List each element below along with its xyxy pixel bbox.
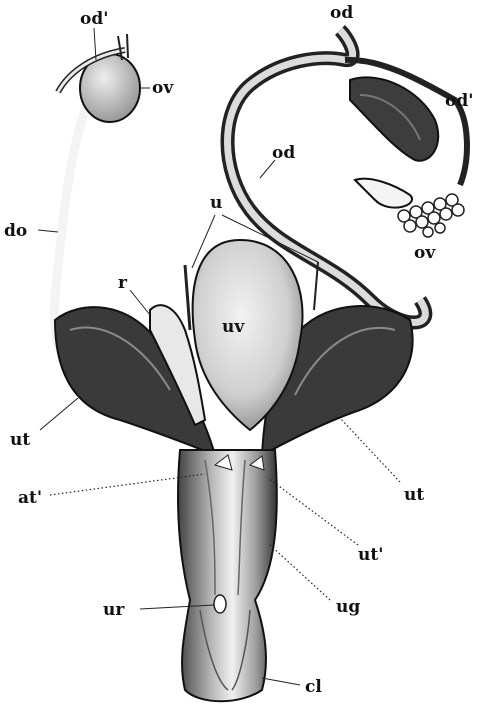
label-do: do [4, 221, 27, 241]
label-od-top-right: od [330, 3, 353, 23]
label-ov-left: ov [152, 78, 174, 98]
right-oviduct-dilated [350, 77, 438, 160]
right-ovary [355, 179, 464, 237]
label-ut-left: ut [10, 430, 30, 450]
urogenital-sinus [178, 450, 277, 701]
label-ov-right: ov [414, 243, 436, 263]
label-ut-right: ut [404, 485, 424, 505]
label-at-prime: at' [18, 488, 42, 508]
label-od-mid-right: od [272, 143, 295, 163]
label-u: u [210, 193, 222, 213]
label-ut-prime: ut' [358, 545, 383, 565]
label-od-prime-top-left: od' [80, 9, 108, 29]
label-cl: cl [305, 677, 322, 697]
label-ug: ug [336, 597, 360, 617]
label-ur: ur [103, 600, 125, 620]
label-uv: uv [222, 317, 245, 337]
left-ovary [58, 34, 140, 122]
label-r: r [118, 273, 128, 293]
label-od-prime-right: od' [445, 91, 473, 111]
